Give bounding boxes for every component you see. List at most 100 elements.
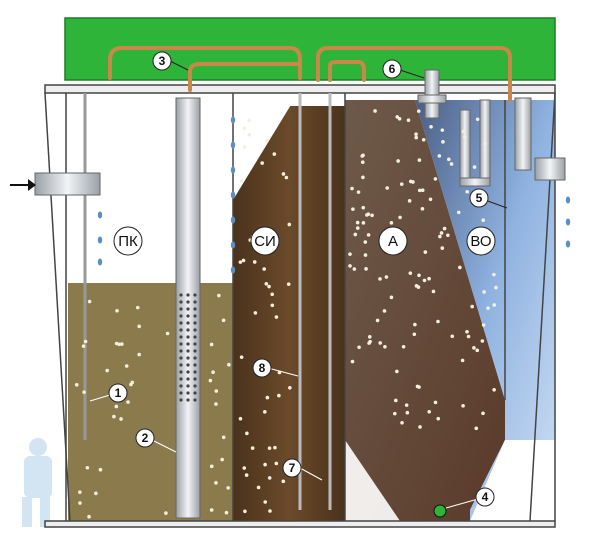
- bubble: [418, 425, 422, 429]
- bubble: [481, 323, 486, 327]
- perforation-hole: [193, 328, 197, 332]
- watermark: [567, 430, 597, 549]
- perforation-hole: [186, 335, 190, 339]
- bubble: [441, 140, 445, 144]
- bubble: [492, 303, 497, 307]
- svg-text:4: 4: [482, 490, 489, 504]
- bubble: [274, 315, 279, 319]
- callout-7: 7: [282, 458, 323, 481]
- bubble: [224, 510, 229, 515]
- bubble: [446, 233, 450, 238]
- bubble: [243, 509, 247, 514]
- bubble: [238, 260, 243, 264]
- outlet-riser: [514, 97, 532, 171]
- bubble: [417, 158, 422, 162]
- bubble: [247, 118, 251, 123]
- bubble: [417, 385, 421, 389]
- inlet-pipe: [10, 172, 101, 196]
- perforation-hole: [186, 307, 190, 311]
- bubble: [449, 162, 454, 166]
- water-drop: [230, 141, 236, 149]
- perforation-hole: [193, 370, 197, 374]
- perforation-hole: [179, 342, 183, 346]
- bubble: [481, 411, 485, 416]
- bubble: [267, 446, 272, 450]
- bubble: [428, 197, 433, 202]
- bubble: [81, 344, 86, 348]
- bubble: [270, 303, 275, 308]
- bubble: [475, 348, 480, 353]
- bubble: [252, 260, 257, 264]
- bubble: [221, 435, 226, 440]
- bubble: [214, 402, 218, 406]
- bubble: [395, 369, 399, 374]
- perforation-hole: [193, 363, 197, 367]
- bubble: [281, 172, 286, 176]
- perforation-hole: [193, 314, 197, 318]
- bubble: [373, 109, 377, 113]
- bubble: [383, 344, 387, 349]
- bubble: [472, 346, 476, 350]
- bubble: [404, 403, 409, 407]
- bubble: [209, 342, 214, 347]
- bubble: [286, 282, 291, 286]
- bubble: [361, 175, 365, 180]
- bubble: [85, 465, 90, 470]
- bubble: [401, 344, 406, 349]
- bubble: [120, 342, 124, 346]
- bubble: [474, 426, 479, 431]
- water-drop: [230, 166, 236, 174]
- bubble: [431, 289, 436, 294]
- bubble: [384, 275, 389, 279]
- bubble: [94, 491, 98, 496]
- perforation-hole: [179, 293, 183, 297]
- bubble: [164, 511, 168, 515]
- bubble: [492, 272, 496, 277]
- bubble: [264, 281, 269, 286]
- svg-text:8: 8: [259, 361, 266, 375]
- bubble: [220, 457, 224, 462]
- bubble: [256, 485, 261, 490]
- perforation-hole: [186, 349, 190, 353]
- bubble: [277, 393, 281, 398]
- bubble: [412, 332, 417, 337]
- perforation-hole: [179, 377, 183, 381]
- bubble: [209, 464, 214, 469]
- bubble: [382, 309, 387, 313]
- bubble: [361, 221, 366, 225]
- svg-text:А: А: [388, 233, 398, 250]
- air-bubbles: [74, 109, 498, 519]
- bubble: [413, 322, 417, 327]
- perforation-hole: [186, 370, 190, 374]
- bubble: [78, 490, 82, 494]
- bubble: [82, 390, 86, 394]
- primary-chamber-liquid: [68, 283, 233, 521]
- perforation-hole: [193, 349, 197, 353]
- bubble: [460, 358, 465, 363]
- bubble: [363, 253, 368, 257]
- bubble: [433, 177, 438, 181]
- perforation-hole: [179, 328, 183, 332]
- callout-6: 6: [382, 59, 425, 79]
- bubble: [242, 466, 247, 470]
- perforation-hole: [193, 384, 197, 388]
- bubble: [117, 342, 121, 347]
- bubble: [137, 352, 141, 357]
- bubble: [268, 509, 272, 513]
- bubble: [416, 109, 421, 113]
- bubble: [494, 285, 498, 290]
- bubble: [439, 231, 444, 235]
- bubble: [351, 207, 355, 211]
- perforation-hole: [186, 314, 190, 318]
- bubble: [287, 222, 292, 227]
- bubble: [250, 446, 255, 450]
- bubble: [466, 334, 471, 339]
- perforation-hole: [186, 377, 190, 381]
- bubble: [165, 331, 170, 336]
- bubble: [78, 501, 82, 505]
- water-drop: [565, 240, 571, 248]
- chamber-label-a: А: [378, 226, 408, 256]
- bubble: [87, 299, 92, 304]
